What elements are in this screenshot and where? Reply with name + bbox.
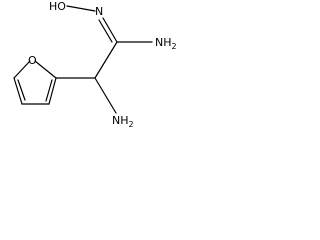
oxime-nitrogen-label: N xyxy=(95,5,103,18)
furan-bond-c4-c5-inner xyxy=(17,79,26,101)
amidine-nh2-main: NH xyxy=(155,36,172,49)
chemical-structure-diagram: HO N NH2 NH2 O xyxy=(13,0,177,129)
furan-bond-c4-c5 xyxy=(13,77,23,105)
hydroxyl-label: HO xyxy=(49,0,66,13)
bond-amidine-carbon-n-inner xyxy=(98,19,113,43)
furan-oxygen-label: O xyxy=(28,54,37,67)
alpha-nh2-main: NH xyxy=(112,114,129,127)
bond-alpha-carbon-nh2 xyxy=(94,77,117,114)
furan-bond-c5-o xyxy=(13,60,31,79)
bond-n-oh xyxy=(66,5,96,12)
amidine-nh2-label: NH2 xyxy=(155,36,177,51)
amidine-nh2-subscript: 2 xyxy=(172,42,177,51)
furan-bond-o-c2 xyxy=(34,60,57,79)
bond-alpha-carbon-amidine-carbon xyxy=(94,41,118,79)
furan-bond-c2-c3 xyxy=(48,77,57,105)
furan-bond-c2-c3-inner xyxy=(45,79,53,102)
bond-amidine-carbon-n-outer xyxy=(102,17,118,43)
alpha-nh2-subscript: 2 xyxy=(129,120,134,129)
alpha-nh2-label: NH2 xyxy=(112,114,134,129)
